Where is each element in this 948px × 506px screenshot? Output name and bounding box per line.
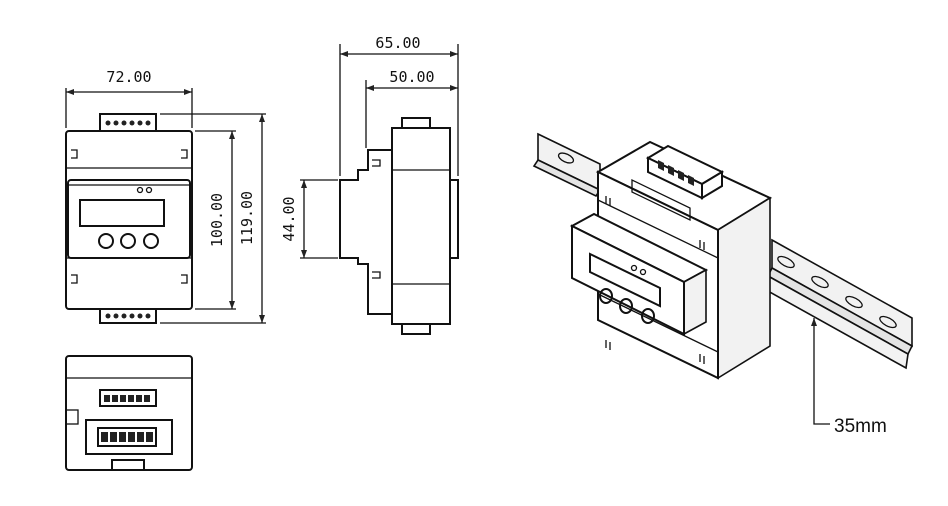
dim-rail-slot bbox=[300, 179, 338, 259]
dim-depth-total bbox=[339, 44, 459, 176]
din-rail bbox=[532, 132, 914, 370]
dim-height-inner bbox=[195, 130, 236, 310]
dim-rail-slot-label: 44.00 bbox=[280, 196, 298, 241]
dim-height-outer bbox=[160, 113, 266, 324]
front-view: 72.00 100.00 119.00 bbox=[65, 68, 266, 324]
dim-height-inner-label: 100.00 bbox=[208, 193, 226, 247]
bottom-view-terminals-top bbox=[104, 395, 150, 402]
front-button-2 bbox=[120, 233, 136, 249]
rail-width-label: 35mm bbox=[834, 416, 887, 437]
front-display-screen bbox=[79, 199, 165, 227]
meter-display-panel bbox=[569, 212, 709, 336]
top-terminals bbox=[105, 120, 151, 126]
dim-depth-body-label: 50.00 bbox=[389, 68, 434, 86]
dim-depth-body bbox=[365, 80, 458, 148]
isometric-view: 35mm bbox=[532, 132, 914, 437]
dim-width-label: 72.00 bbox=[106, 68, 151, 86]
bottom-view bbox=[65, 355, 193, 471]
front-button-1 bbox=[98, 233, 114, 249]
bottom-terminals bbox=[105, 313, 151, 319]
dim-height-outer-label: 119.00 bbox=[238, 191, 256, 245]
dim-width bbox=[65, 88, 193, 128]
bottom-view-terminals bbox=[101, 432, 153, 442]
dim-depth-total-label: 65.00 bbox=[375, 34, 420, 52]
front-button-3 bbox=[143, 233, 159, 249]
iso-display-screen bbox=[589, 252, 661, 308]
side-view: 65.00 50.00 44.00 bbox=[280, 34, 459, 335]
